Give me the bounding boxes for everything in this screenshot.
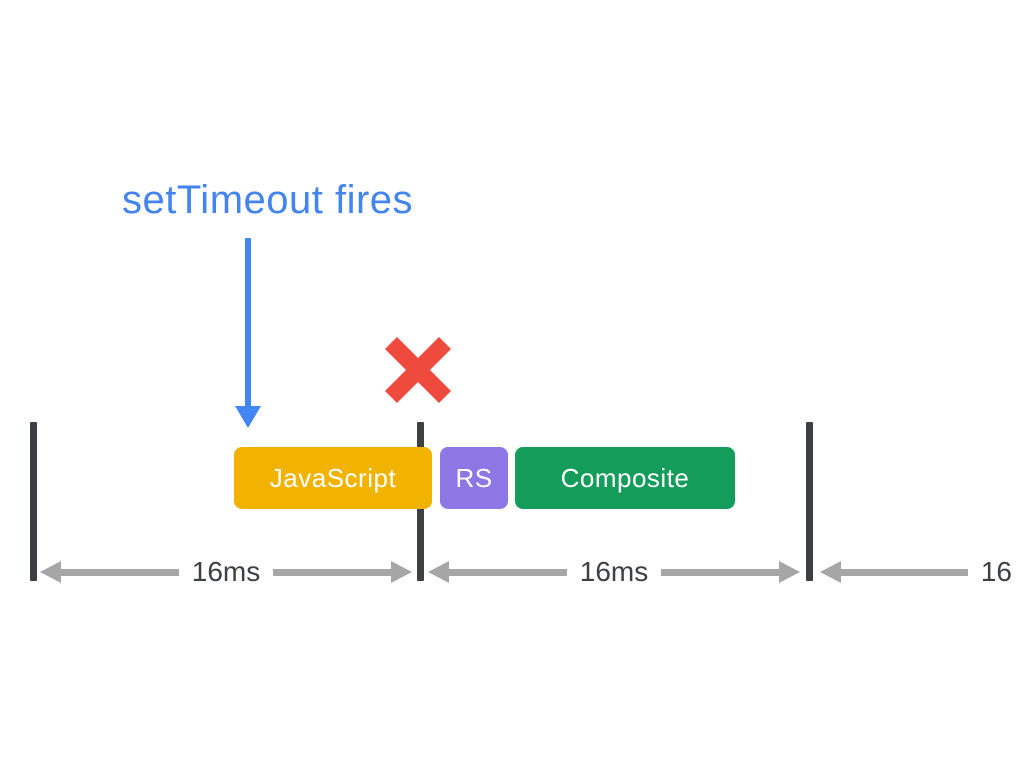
red-x-strokes: [384, 336, 452, 404]
frame-boundary-tick-1: [30, 422, 37, 581]
red-x-icon: [384, 336, 452, 404]
interval-measure-1: 16ms: [40, 556, 412, 587]
task-box-javascript: JavaScript: [234, 447, 432, 509]
down-arrow-shaft: [245, 238, 251, 408]
interval-label-2: 16ms: [579, 556, 649, 587]
measure-line: [841, 568, 968, 576]
down-arrow-icon: [233, 238, 263, 428]
task-box-rs: RS: [440, 447, 508, 509]
frame-boundary-tick-3: [806, 422, 813, 581]
measure-line: [449, 568, 567, 576]
arrowhead-left-icon: [428, 561, 449, 583]
interval-label-3: 16: [980, 556, 1012, 587]
arrowhead-left-icon: [820, 561, 841, 583]
interval-measure-3: 16: [820, 556, 1024, 587]
down-arrow-head: [235, 406, 261, 428]
arrowhead-left-icon: [40, 561, 61, 583]
measure-line: [61, 568, 179, 576]
arrowhead-right-icon: [391, 561, 412, 583]
task-box-composite: Composite: [515, 447, 735, 509]
interval-measure-2: 16ms: [428, 556, 800, 587]
task-box-rs-label: RS: [455, 462, 493, 493]
task-box-javascript-label: JavaScript: [269, 462, 397, 493]
measure-line: [661, 568, 779, 576]
arrowhead-right-icon: [779, 561, 800, 583]
measure-line: [273, 568, 391, 576]
task-box-composite-label: Composite: [560, 462, 690, 493]
interval-label-1: 16ms: [191, 556, 261, 587]
settimeout-fires-label: setTimeout fires: [122, 178, 414, 222]
